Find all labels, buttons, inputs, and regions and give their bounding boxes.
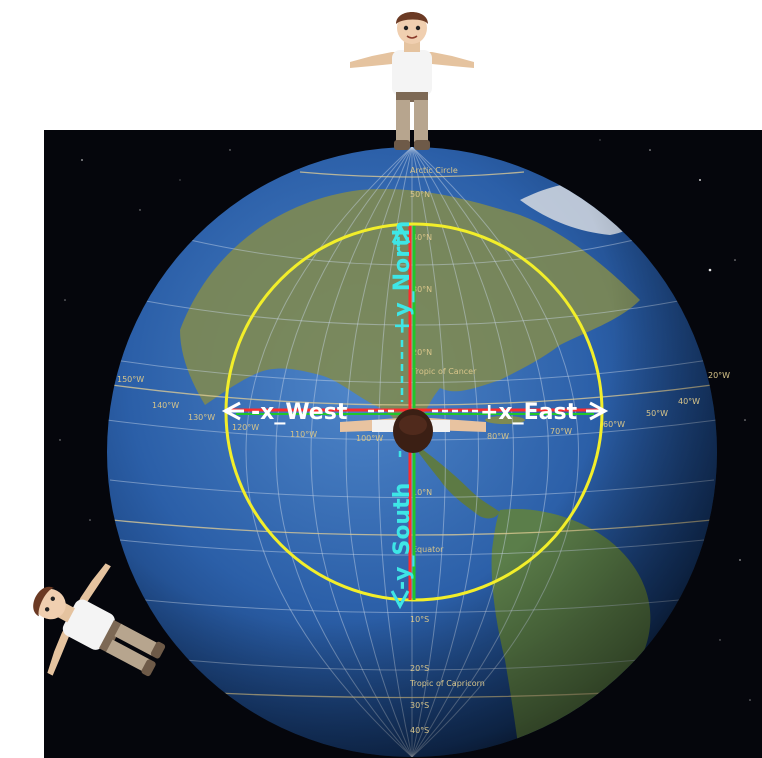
south-arrow-icon (390, 590, 410, 610)
label-arctic-circle: Arctic Circle (410, 166, 458, 175)
label-20n: 20°N (412, 348, 432, 357)
east-label: +x_East (480, 400, 578, 425)
north-label: +y_North (390, 221, 415, 335)
label-120w: 120°W (232, 423, 259, 432)
label-30s: 30°S (410, 701, 429, 710)
label-80w: 80°W (487, 432, 509, 441)
north-arrow-icon (391, 224, 411, 244)
label-60w: 60°W (603, 420, 625, 429)
label-20w: 20°W (708, 371, 730, 380)
side-avatar-icon (33, 563, 166, 677)
label-30n: 30°N (412, 285, 432, 294)
label-40w: 40°W (678, 397, 700, 406)
label-140w: 140°W (152, 401, 179, 410)
label-40s: 40°S (410, 726, 429, 735)
west-label: -x_West (251, 400, 348, 425)
label-10n: 10°N (412, 488, 432, 497)
label-10s: 10°S (410, 615, 429, 624)
label-130w: 130°W (188, 413, 215, 422)
label-150w: 150°W (117, 375, 144, 384)
label-20s: 20°S (410, 664, 429, 673)
label-equator: Equator (412, 545, 444, 554)
label-50w: 50°W (646, 409, 668, 418)
label-tropic-capricorn: Tropic of Capricorn (409, 679, 485, 688)
label-70w: 70°W (550, 427, 572, 436)
stars (59, 139, 751, 701)
label-40n: 40°N (412, 233, 432, 242)
top-avatar-icon (350, 12, 474, 150)
label-110w: 110°W (290, 430, 317, 439)
label-100w: 100°W (356, 434, 383, 443)
center-avatar-icon (340, 409, 486, 453)
south-label: -y_South (390, 483, 415, 590)
west-arrow-icon (221, 401, 241, 421)
label-50n: 50°N (410, 190, 430, 199)
label-tropic-cancer: Tropic of Cancer (411, 367, 477, 376)
